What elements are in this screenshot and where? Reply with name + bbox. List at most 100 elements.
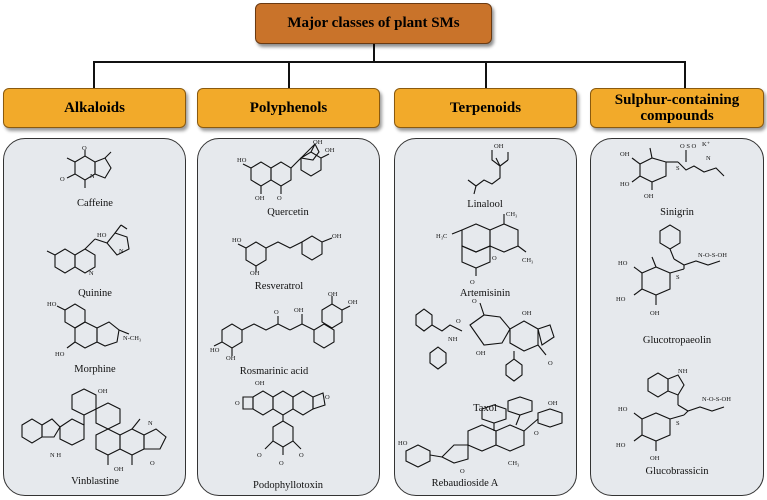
- svg-text:CH₃: CH₃: [506, 211, 517, 218]
- svg-text:OH: OH: [644, 193, 654, 200]
- svg-text:H₃C: H₃C: [436, 233, 447, 240]
- category-polyphenols: Polyphenols: [197, 88, 380, 128]
- svg-text:HO: HO: [618, 260, 628, 267]
- svg-text:OH: OH: [294, 307, 304, 314]
- svg-text:OH: OH: [522, 310, 532, 317]
- svg-text:O: O: [279, 460, 284, 467]
- connector-horizontal: [93, 61, 686, 63]
- svg-text:N: N: [119, 248, 124, 255]
- svg-text:S: S: [676, 420, 680, 427]
- svg-text:HO: HO: [620, 181, 630, 188]
- category-alkaloids: Alkaloids: [3, 88, 186, 128]
- svg-text:O: O: [274, 309, 279, 316]
- svg-text:OH: OH: [548, 400, 558, 407]
- compound-label-quinine: Quinine: [78, 288, 112, 299]
- svg-text:N-O-S-OH: N-O-S-OH: [702, 396, 731, 403]
- svg-text:N: N: [148, 420, 153, 427]
- svg-text:N: N: [706, 155, 711, 162]
- structure-resveratrol: OH HO OH: [232, 233, 342, 277]
- structure-quinine: HO N N: [46, 224, 130, 277]
- compound-label-vinblastine: Vinblastine: [71, 476, 119, 487]
- svg-text:K⁺: K⁺: [702, 141, 711, 148]
- category-terpenoids: Terpenoids: [394, 88, 577, 128]
- svg-text:OH: OH: [255, 380, 265, 387]
- structure-caffeine: O O N: [60, 145, 112, 188]
- svg-text:S: S: [676, 274, 680, 281]
- compound-label-morphine: Morphine: [74, 364, 116, 375]
- svg-text:O: O: [492, 255, 497, 262]
- compound-label-linalool: Linalool: [467, 199, 503, 210]
- svg-text:HO: HO: [398, 440, 408, 447]
- svg-text:N H: N H: [50, 452, 61, 459]
- svg-text:OH: OH: [325, 147, 335, 154]
- svg-text:OH: OH: [332, 233, 342, 240]
- svg-text:HO: HO: [616, 296, 626, 303]
- svg-text:O: O: [257, 452, 262, 459]
- compound-label-caffeine: Caffeine: [77, 198, 113, 209]
- connector-polyphenols: [288, 61, 290, 88]
- diagram-title: Major classes of plant SMs: [255, 3, 492, 44]
- svg-text:HO: HO: [97, 232, 107, 239]
- svg-text:OH: OH: [328, 291, 338, 298]
- svg-text:HO: HO: [47, 301, 57, 308]
- svg-text:NH: NH: [448, 336, 458, 343]
- svg-text:HO: HO: [618, 406, 628, 413]
- category-sulphur-containing-compounds: Sulphur-containing compounds: [590, 88, 764, 128]
- svg-text:O: O: [470, 279, 475, 286]
- svg-text:CH₃: CH₃: [508, 460, 519, 467]
- svg-text:OH: OH: [98, 388, 108, 395]
- svg-text:N-O-S-OH: N-O-S-OH: [698, 252, 727, 259]
- svg-text:OH: OH: [620, 151, 630, 158]
- panel-polyphenols: [197, 138, 380, 496]
- svg-text:O: O: [235, 400, 240, 407]
- svg-text:OH: OH: [250, 270, 260, 277]
- svg-text:OH: OH: [313, 139, 323, 146]
- compound-label-podophyllotoxin: Podophyllotoxin: [252, 480, 324, 491]
- svg-text:O: O: [60, 176, 65, 183]
- svg-text:OH: OH: [476, 350, 486, 357]
- compound-label-artemisinin: Artemisinin: [459, 288, 511, 299]
- compound-label-rebaudioside-a: Rebaudioside A: [431, 478, 499, 489]
- structure-vinblastine: OHN HN OHO: [21, 388, 167, 473]
- structure-rebaudioside-a: HO OH O O CH₃: [398, 396, 563, 475]
- panel-terpenoids: [394, 138, 577, 496]
- svg-text:OH: OH: [650, 310, 660, 317]
- compound-label-sinigrin: Sinigrin: [660, 207, 694, 218]
- svg-text:OH: OH: [255, 195, 265, 202]
- svg-text:HO: HO: [55, 351, 65, 358]
- svg-text:O: O: [548, 360, 553, 367]
- panel-alkaloids: [3, 138, 186, 496]
- panel-sulphur: [590, 138, 764, 496]
- connector-alkaloids: [93, 61, 95, 88]
- svg-text:O: O: [277, 195, 282, 202]
- svg-text:HO: HO: [237, 157, 247, 164]
- svg-text:O: O: [534, 430, 539, 437]
- svg-text:O: O: [456, 318, 461, 325]
- svg-text:O: O: [460, 468, 465, 475]
- svg-text:O S O: O S O: [680, 143, 697, 150]
- connector-title-stem: [373, 44, 375, 62]
- compound-label-resveratrol: Resveratrol: [254, 281, 304, 292]
- svg-text:O: O: [325, 394, 330, 401]
- svg-text:N: N: [90, 173, 95, 180]
- svg-text:HO: HO: [210, 347, 220, 354]
- svg-text:OH: OH: [494, 143, 504, 150]
- svg-text:HO: HO: [616, 442, 626, 449]
- compound-label-glucotropaeolin: Glucotropaeolin: [642, 335, 712, 346]
- svg-text:O: O: [472, 298, 477, 305]
- svg-text:OH: OH: [650, 455, 660, 462]
- svg-text:OH: OH: [348, 299, 358, 306]
- svg-text:O: O: [82, 145, 87, 152]
- svg-text:N: N: [89, 270, 94, 277]
- structure-taxol: NH O O OH O OH: [415, 298, 555, 382]
- connector-sulphur: [684, 61, 686, 88]
- svg-text:HO: HO: [232, 237, 242, 244]
- compound-label-glucobrassicin: Glucobrassicin: [645, 466, 709, 477]
